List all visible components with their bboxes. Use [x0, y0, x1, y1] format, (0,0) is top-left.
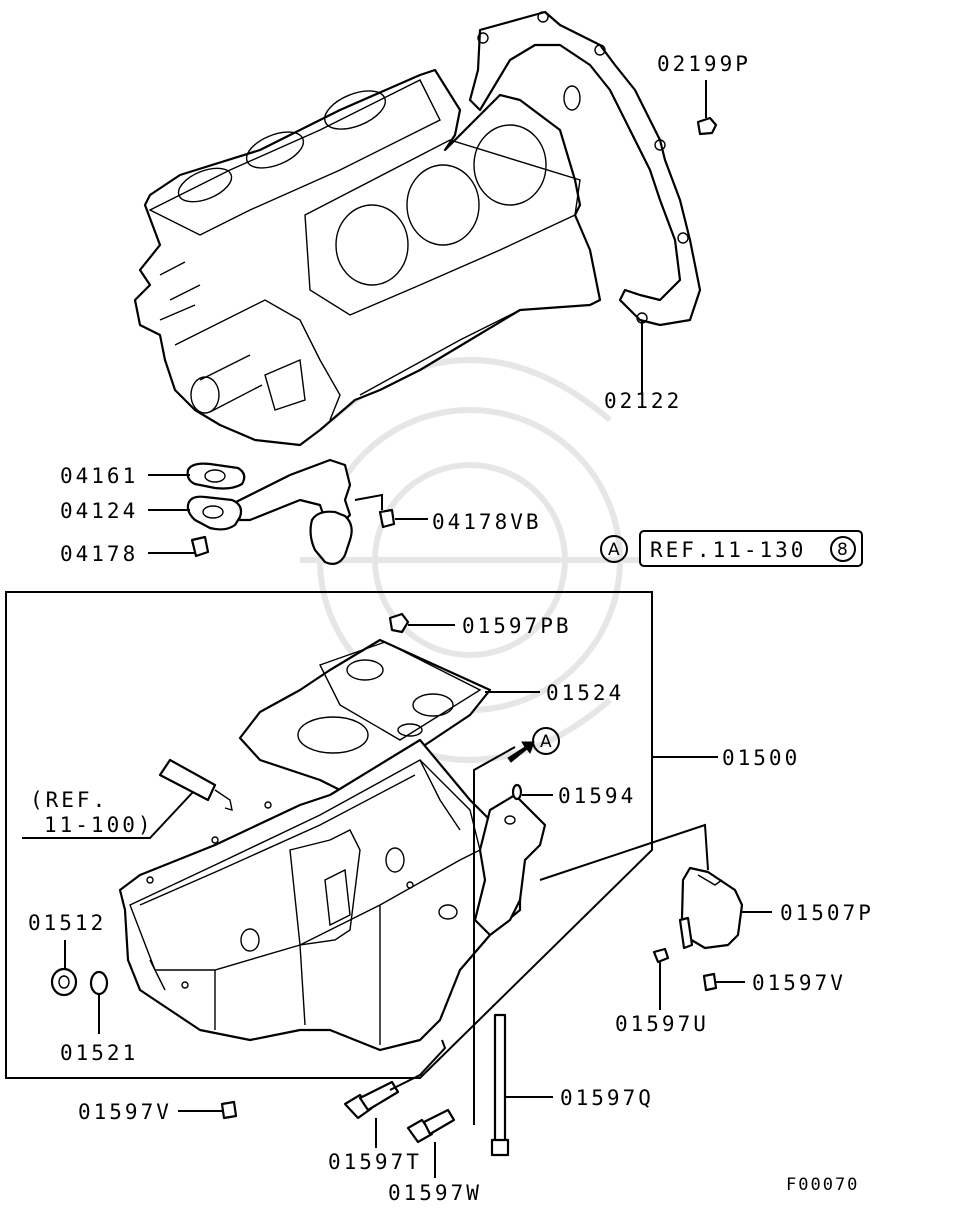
label-04124: 04124: [60, 499, 138, 523]
label-01597w: 01597W: [388, 1181, 482, 1205]
oil-pan-group-box: [5, 591, 653, 1079]
label-01597v-right: 01597V: [752, 971, 846, 995]
oil-pan-illustration: [118, 738, 547, 1052]
bolt-01597v-right-icon: [702, 972, 718, 992]
label-01597pb: 01597PB: [462, 614, 572, 638]
label-01500: 01500: [722, 746, 800, 770]
label-01507p: 01507P: [780, 901, 874, 925]
bolt-01597v-left-icon: [220, 1100, 238, 1120]
ref-11-100-line2: 11-100): [44, 813, 154, 837]
label-04178: 04178: [60, 542, 138, 566]
label-02122: 02122: [604, 389, 682, 413]
ref-a-arrow-icon: [507, 741, 535, 763]
leader-lines: [22, 80, 772, 1178]
label-01512: 01512: [28, 911, 106, 935]
ref-text: REF.11-130: [650, 538, 806, 562]
label-04161: 04161: [60, 464, 138, 488]
label-02199p: 02199P: [657, 52, 751, 76]
baffle-plate-illustration: [238, 638, 492, 802]
cover-01507p-illustration: [678, 866, 744, 950]
ref-marker-a: A: [608, 540, 620, 560]
bolt-01597pb-icon: [388, 612, 410, 634]
bolt-01597w-icon: [406, 1108, 456, 1144]
label-01597t: 01597T: [328, 1150, 422, 1174]
bolt-01597u-icon: [652, 947, 670, 964]
strainer-reference-part: [158, 758, 233, 811]
pan-marker-a: A: [540, 732, 552, 752]
label-01521: 01521: [60, 1041, 138, 1065]
stud-01597q-icon: [490, 1013, 510, 1157]
figure-code: F00070: [786, 1175, 859, 1195]
engine-block-illustration: [133, 68, 602, 447]
label-01597v-left: 01597V: [78, 1100, 172, 1124]
ref-a-pan-marker: A: [532, 727, 560, 755]
bolt-01597t-icon: [343, 1080, 400, 1120]
ref-11-100-line1: (REF.: [30, 788, 108, 812]
timing-cover-gasket-illustration: [468, 10, 702, 327]
label-01597q: 01597Q: [560, 1086, 654, 1110]
drain-gasket-icon: [89, 970, 109, 996]
label-01594: 01594: [558, 784, 636, 808]
label-01597u: 01597U: [615, 1012, 709, 1036]
label-04178vb: 04178VB: [432, 510, 542, 534]
drain-plug-icon: [50, 967, 78, 997]
seal-01594-icon: [511, 783, 523, 801]
ref-sub-marker: 8: [837, 540, 848, 560]
oil-strainer-illustration: [186, 458, 396, 565]
ref-11-130-block: A REF.11-130 8: [600, 530, 863, 567]
label-01524: 01524: [546, 681, 624, 705]
